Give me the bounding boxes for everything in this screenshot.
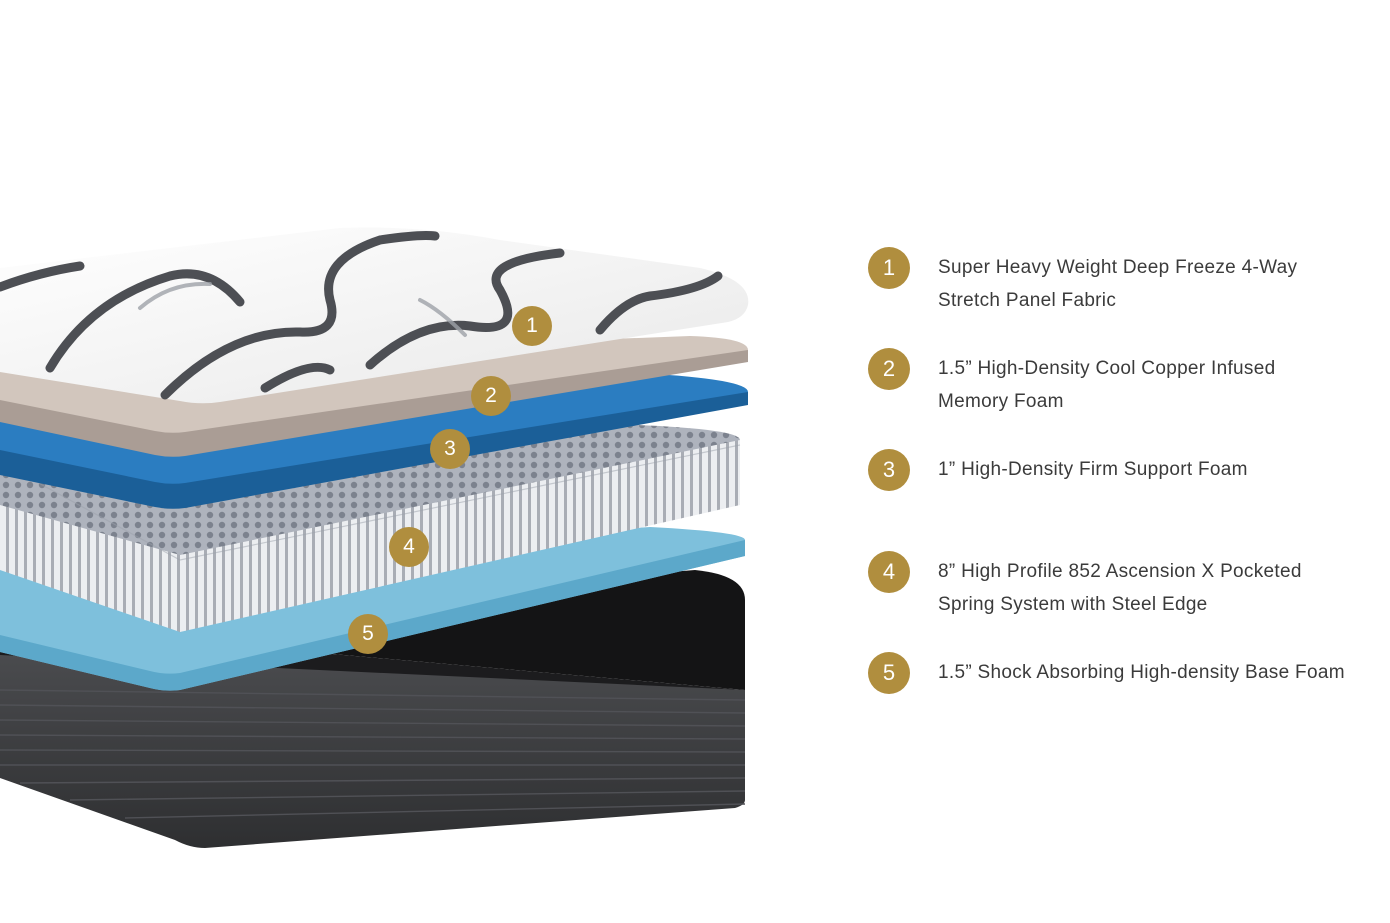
- legend-label-3-line-1: 1” High-Density Firm Support Foam: [938, 459, 1248, 480]
- legend-label-5: 1.5” Shock Absorbing High-density Base F…: [938, 656, 1358, 689]
- layer-marker-3: 3: [430, 429, 470, 469]
- legend-label-4-line-2: Spring System with Steel Edge: [938, 594, 1208, 615]
- legend-label-2-line-2: Memory Foam: [938, 391, 1064, 412]
- number-badge-5: 5: [868, 652, 910, 694]
- layer-marker-5: 5: [348, 614, 388, 654]
- layer-marker-4: 4: [389, 527, 429, 567]
- legend-label-2-line-1: 1.5” High-Density Cool Copper Infused: [938, 358, 1276, 379]
- number-badge-1: 1: [868, 247, 910, 289]
- layer-marker-2: 2: [471, 376, 511, 416]
- fabric-top-layer: [0, 227, 749, 404]
- number-badge-4: 4: [868, 551, 910, 593]
- legend-label-4-line-1: 8” High Profile 852 Ascension X Pocketed: [938, 561, 1302, 582]
- legend-label-5-line-1: 1.5” Shock Absorbing High-density Base F…: [938, 662, 1345, 683]
- number-badge-3: 3: [868, 449, 910, 491]
- legend-label-1-line-1: Super Heavy Weight Deep Freeze 4-Way: [938, 257, 1298, 278]
- legend-label-1-line-2: Stretch Panel Fabric: [938, 290, 1117, 311]
- layer-marker-1: 1: [512, 306, 552, 346]
- legend-label-2: 1.5” High-Density Cool Copper Infused Me…: [938, 352, 1358, 418]
- legend-label-3: 1” High-Density Firm Support Foam: [938, 453, 1358, 486]
- legend-label-4: 8” High Profile 852 Ascension X Pocketed…: [938, 555, 1358, 621]
- number-badge-2: 2: [868, 348, 910, 390]
- base-cover-layer: [0, 570, 746, 848]
- legend-label-1: Super Heavy Weight Deep Freeze 4-Way Str…: [938, 251, 1358, 317]
